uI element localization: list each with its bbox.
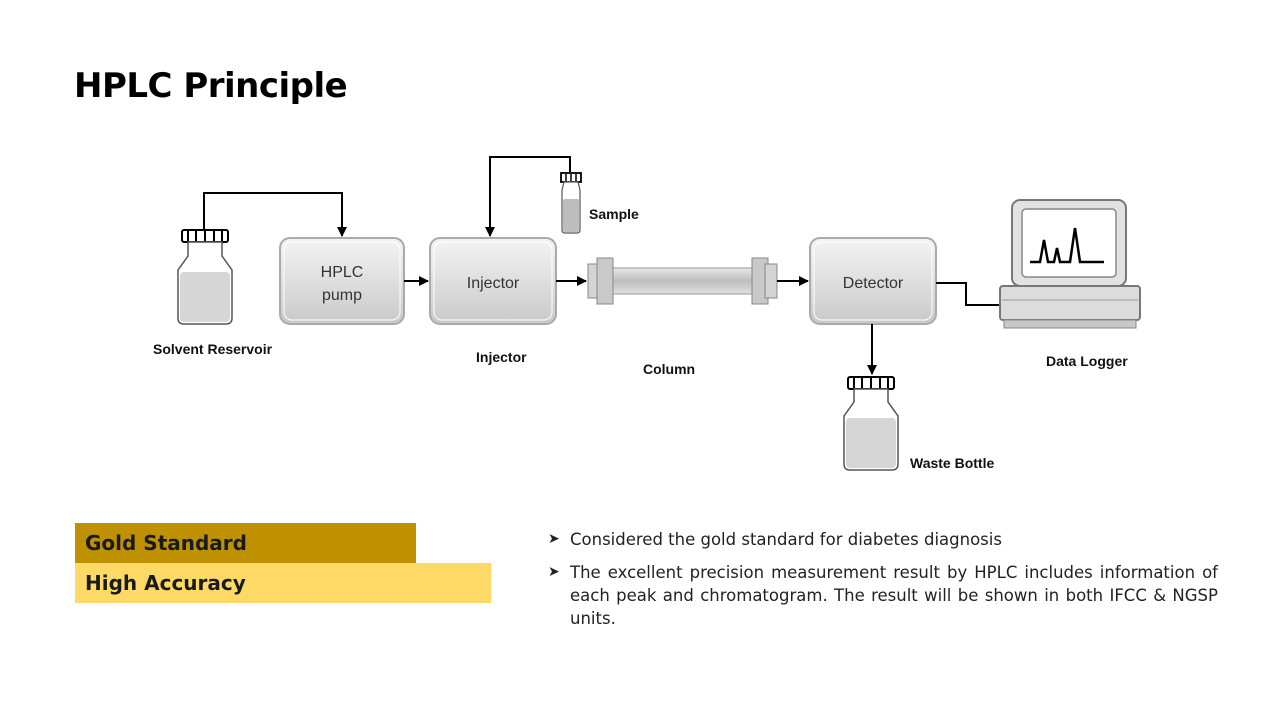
data-logger-computer-icon (999, 199, 1141, 329)
page-title: HPLC Principle (74, 66, 348, 106)
hplc-pump-label-line2: pump (322, 287, 362, 304)
sample-vial-icon (560, 172, 582, 234)
bullet-item: ➤ The excellent precision measurement re… (548, 561, 1218, 630)
bullet-list: ➤ Considered the gold standard for diabe… (548, 528, 1218, 640)
bullet-text: Considered the gold standard for diabete… (570, 530, 1002, 549)
arrow-bullet-icon: ➤ (548, 564, 560, 580)
arrow-bullet-icon: ➤ (548, 531, 560, 547)
injector-caption: Injector (476, 349, 527, 365)
high-accuracy-tag: High Accuracy (75, 563, 491, 603)
waste-bottle-icon (843, 376, 899, 471)
bullet-item: ➤ Considered the gold standard for diabe… (548, 528, 1218, 551)
sample-label: Sample (589, 206, 639, 222)
waste-bottle-label: Waste Bottle (910, 455, 994, 471)
column-tube-icon (587, 257, 778, 305)
data-logger-label: Data Logger (1046, 353, 1128, 369)
solvent-reservoir-bottle-icon (177, 229, 233, 325)
injector-box-label: Injector (467, 275, 520, 292)
hplc-pump-box (279, 237, 405, 325)
column-label: Column (643, 361, 695, 377)
hplc-pump-label-line1: HPLC (321, 264, 364, 281)
hplc-flow-diagram: Solvent Reservoir HPLC pump Injector Inj… (153, 156, 1141, 471)
bullet-text: The excellent precision measurement resu… (570, 563, 1218, 628)
gold-standard-tag: Gold Standard (75, 523, 416, 563)
solvent-reservoir-label: Solvent Reservoir (153, 341, 273, 357)
detector-box-label: Detector (843, 275, 904, 292)
